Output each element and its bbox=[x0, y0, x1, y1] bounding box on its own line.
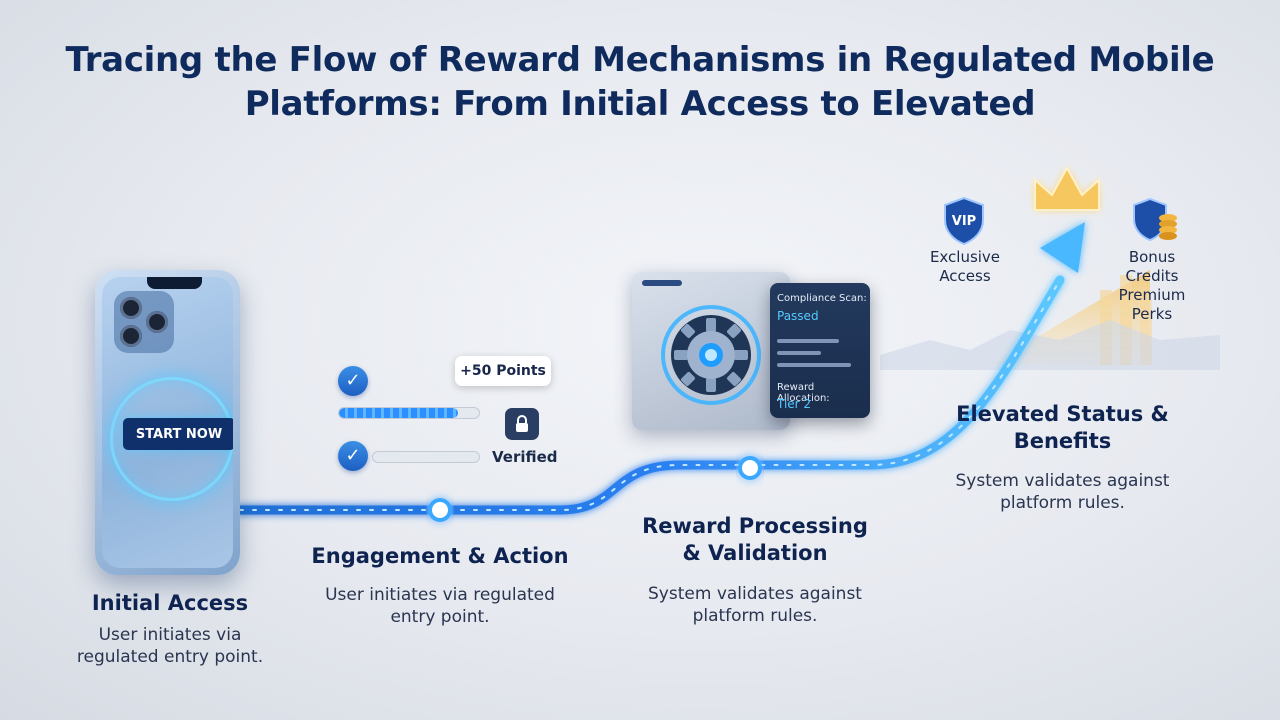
flow-node bbox=[428, 498, 452, 522]
phone-notch bbox=[147, 277, 202, 289]
card-line bbox=[777, 363, 851, 367]
lock-glyph bbox=[516, 415, 528, 432]
gear-icon bbox=[656, 300, 766, 414]
flow-node bbox=[738, 456, 762, 480]
step-desc-engagement: User initiates via regulated entry point… bbox=[325, 585, 555, 627]
points-badge: +50 Points bbox=[455, 356, 551, 386]
progress-bar-2 bbox=[372, 451, 480, 463]
step-desc-reward-processing: System validates against platform rules. bbox=[648, 584, 862, 626]
step-title-engagement: Engagement & Action bbox=[311, 544, 569, 568]
validation-card: Compliance Scan: Passed Reward Allocatio… bbox=[770, 283, 870, 418]
progress-bar-1 bbox=[338, 407, 480, 419]
phone-screen: START NOW bbox=[102, 277, 233, 568]
step-title-elevated-status: Elevated Status & Benefits bbox=[956, 402, 1169, 453]
vip-text: VIP bbox=[952, 214, 976, 229]
bonus-line: Premium bbox=[1118, 286, 1186, 304]
growth-bars-graphic bbox=[880, 270, 1220, 370]
step-desc-initial-access: User initiates via regulated entry point… bbox=[76, 625, 264, 667]
coins-shield-icon bbox=[1130, 196, 1177, 246]
lock-icon bbox=[505, 408, 539, 440]
card-line bbox=[777, 351, 821, 355]
arrow-up-icon bbox=[1040, 222, 1085, 273]
page-title: Tracing the Flow of Reward Mechanisms in… bbox=[40, 38, 1240, 126]
start-now-button[interactable]: START NOW bbox=[123, 418, 233, 450]
bonus-line: Bonus bbox=[1128, 248, 1176, 266]
exclusive-access-label: Exclusive Access bbox=[929, 248, 1001, 285]
bonus-line: Perks bbox=[1131, 305, 1173, 323]
camera-lens bbox=[146, 311, 168, 333]
step-title-reward-processing: Reward Processing & Validation bbox=[630, 513, 880, 567]
processing-dashboard bbox=[632, 272, 790, 430]
bonus-perks-label: Bonus Credits Premium Perks bbox=[1102, 248, 1202, 324]
page-title-text: Tracing the Flow of Reward Mechanisms in… bbox=[65, 40, 1215, 124]
verified-label: Verified bbox=[492, 448, 558, 466]
step-desc-elevated-status: System validates against platform rules. bbox=[955, 471, 1170, 513]
step-title-initial-access: Initial Access bbox=[91, 591, 249, 615]
check-icon: ✓ bbox=[338, 366, 368, 396]
camera-icon bbox=[114, 291, 174, 353]
step-title-reward-processing-text: Reward Processing & Validation bbox=[642, 514, 868, 565]
dashboard-topbar bbox=[642, 280, 682, 286]
bonus-line: Credits bbox=[1125, 267, 1179, 285]
compliance-label: Compliance Scan: bbox=[777, 293, 867, 304]
compliance-value: Passed bbox=[777, 309, 819, 323]
crown-icon bbox=[1034, 165, 1100, 211]
allocation-value: Tier 2 bbox=[777, 397, 812, 411]
camera-lens bbox=[120, 297, 142, 319]
phone-device: START NOW bbox=[95, 270, 240, 575]
progress-bar-1-fill bbox=[339, 408, 458, 418]
allocation-label: Reward Allocation: bbox=[777, 382, 830, 404]
card-line bbox=[777, 339, 839, 343]
camera-lens bbox=[120, 325, 142, 347]
check-icon: ✓ bbox=[338, 441, 368, 471]
vip-shield-icon: VIP bbox=[942, 196, 986, 246]
